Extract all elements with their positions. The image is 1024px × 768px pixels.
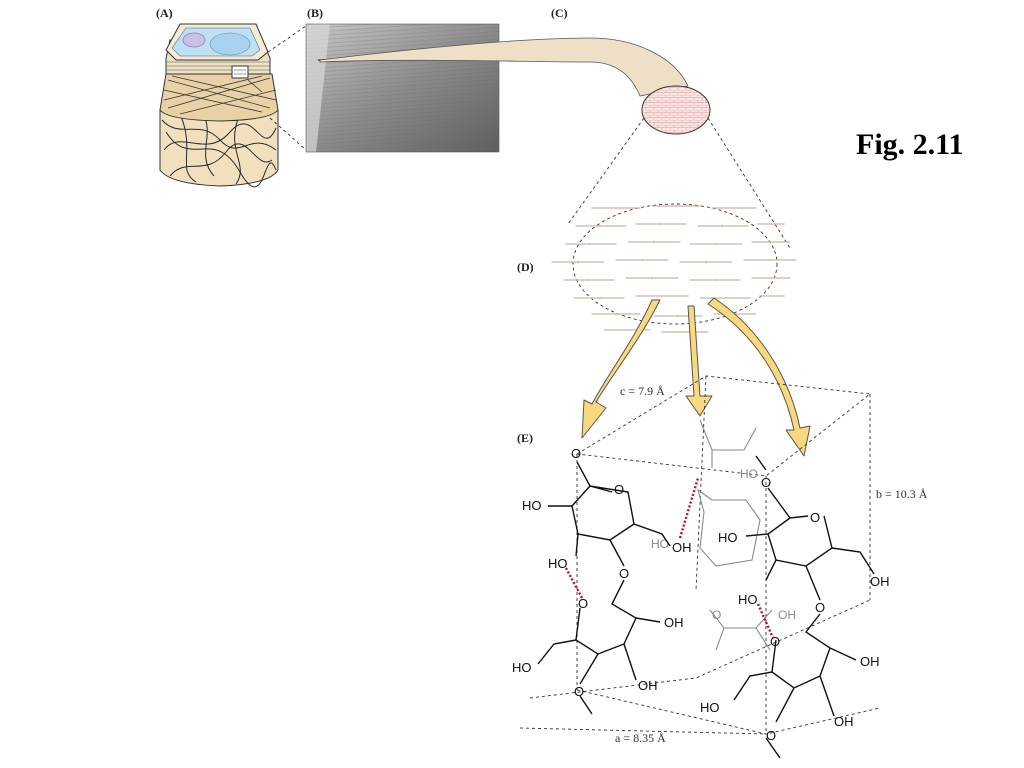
yellow-arrows <box>582 298 810 456</box>
bundle-outline <box>573 204 777 324</box>
unit-cell-box <box>520 376 880 734</box>
hbond-interchain-upper <box>680 478 698 538</box>
right-hydroxyl-5: HO <box>700 700 720 715</box>
dimension-c-label: c = 7.9 Å <box>620 384 665 398</box>
vacuole-region <box>210 33 250 55</box>
left-oxygen-top: O <box>571 446 581 461</box>
cellulose-chains <box>552 206 796 332</box>
chain-bundle <box>552 204 796 332</box>
right-ring-oxygen: O <box>810 510 820 525</box>
left-hydroxyl-2: HO <box>548 556 568 571</box>
arrow-left <box>582 300 660 438</box>
right-hydroxyl-6: OH <box>834 714 854 729</box>
right-hydroxyl-2: HO <box>738 592 758 607</box>
left-hydroxyl-6: OH <box>638 678 658 693</box>
arrow-center <box>686 306 712 416</box>
grey-hydroxyl-left: HO <box>651 537 669 551</box>
right-hydroxyl-3: OH <box>870 574 890 589</box>
hbond-intrachain-left <box>566 568 582 598</box>
magnified-region-box <box>232 66 248 78</box>
right-oxygen-bottom: O <box>766 728 776 743</box>
left-ring-oxygen-2: O <box>578 596 588 611</box>
grey-hydroxyl-label: HO <box>740 467 758 481</box>
right-hydroxyl-4: OH <box>860 654 880 669</box>
left-hydroxyl-5: HO <box>512 660 532 675</box>
grey-oxygen-label: O <box>712 608 721 622</box>
nucleus <box>183 33 205 47</box>
arrow-right <box>708 298 810 456</box>
right-hydroxyl-1: HO <box>718 530 738 545</box>
dimension-b-label: b = 10.3 Å <box>876 487 928 501</box>
microfibril-cross-section <box>642 86 710 134</box>
left-glycosidic-oxygen: O <box>619 566 629 581</box>
chain-nodes <box>577 205 772 318</box>
left-oxygen-bottom: O <box>574 684 584 699</box>
left-chain-labels: O O HO HO OH O O OH HO OH O <box>512 446 692 699</box>
left-hydroxyl-3: OH <box>672 540 692 555</box>
dimension-a-label: a = 8.35 Å <box>615 731 666 745</box>
plant-cell <box>160 24 278 187</box>
right-glycosidic-oxygen: O <box>815 600 825 615</box>
electron-micrograph <box>306 24 499 152</box>
right-ring-oxygen-2: O <box>770 634 780 649</box>
right-chain <box>734 456 874 758</box>
left-hydroxyl-1: HO <box>522 498 542 513</box>
left-ring-oxygen: O <box>614 482 624 497</box>
grey-hydroxyl-right: OH <box>778 608 796 622</box>
left-chain <box>538 462 670 714</box>
right-oxygen-top: O <box>761 475 771 490</box>
left-hydroxyl-4: OH <box>664 615 684 630</box>
